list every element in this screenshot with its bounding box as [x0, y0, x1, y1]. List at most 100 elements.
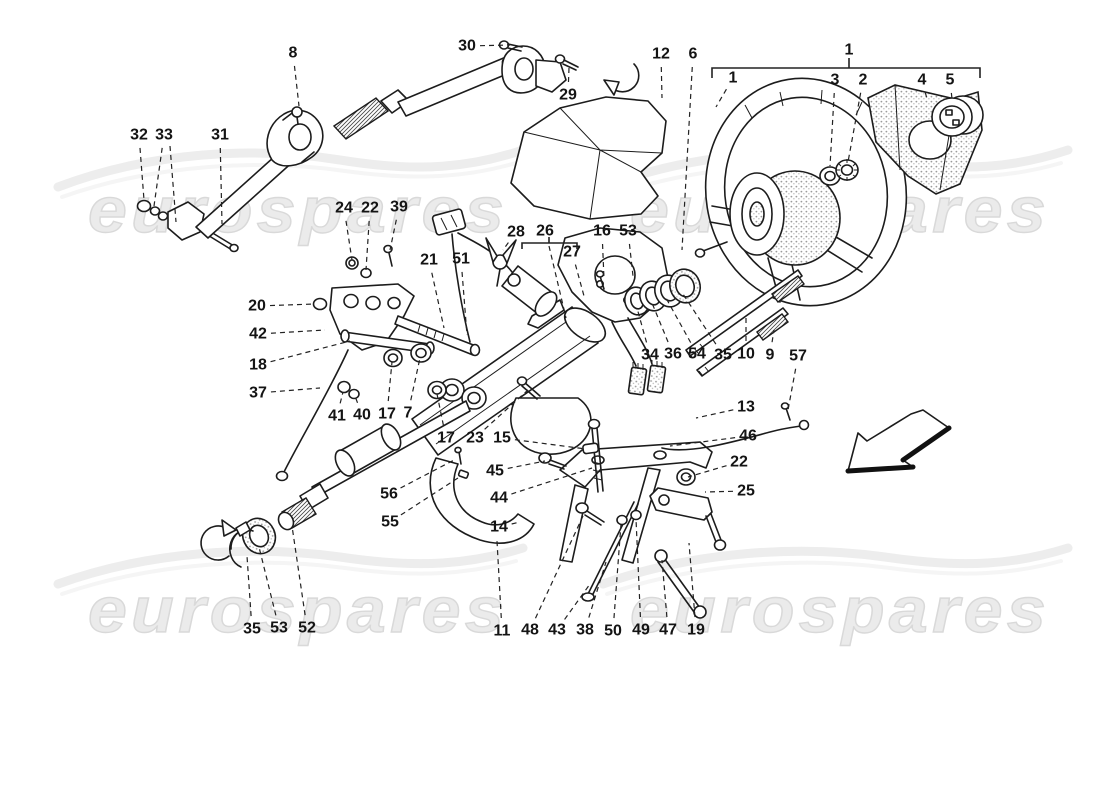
rotation-arrow-top [603, 63, 640, 96]
stud-10-knurl [771, 275, 805, 303]
leader-line-1 [715, 88, 727, 108]
leader-line-43 [564, 583, 591, 620]
lower-yoke [167, 201, 205, 241]
callout-48-55: 48 [521, 622, 539, 639]
lever-25 [649, 487, 727, 551]
callout-32-11: 32 [130, 127, 148, 144]
ignition-switch [431, 208, 558, 343]
callout-39-16: 39 [390, 199, 408, 216]
callout-53-21: 53 [619, 223, 637, 240]
steering-wheel [694, 77, 908, 307]
support-bracket-upper [275, 244, 481, 482]
grease-fitting-8 [291, 106, 303, 118]
nut-20 [312, 297, 328, 311]
screw-56 [454, 446, 462, 454]
rotation-arrow-bottom [200, 519, 237, 561]
bracket-leg-a [559, 484, 589, 563]
leader-line-53 [258, 546, 277, 616]
lower-bracket [538, 402, 810, 619]
column-bell-casting [510, 397, 592, 455]
callout-43-56: 43 [548, 622, 566, 639]
callout-45-46: 45 [486, 463, 504, 480]
callout-41-28: 41 [328, 408, 346, 425]
link-rod-19-47 [654, 549, 707, 619]
leader-line-3 [829, 92, 835, 167]
callout-50-58: 50 [604, 623, 622, 640]
leader-line-42 [270, 329, 326, 334]
callout-23-33: 23 [466, 430, 484, 447]
leader-line-27 [574, 264, 585, 297]
callout-22-15: 22 [361, 200, 379, 217]
callout-42-25: 42 [249, 326, 267, 343]
leader-line-36 [651, 302, 669, 343]
leader-line-4 [924, 92, 928, 100]
callout-18-26: 18 [249, 357, 267, 374]
switch-connector [431, 208, 467, 236]
leader-line-13 [695, 409, 734, 419]
callout-57-41: 57 [789, 348, 807, 365]
leader-line-23 [484, 389, 529, 430]
callout-55-49: 55 [381, 514, 399, 531]
bolt-31 [229, 243, 239, 253]
callout-9-40: 9 [766, 347, 775, 364]
bolt-29 [554, 54, 566, 64]
leader-line-2 [847, 92, 862, 163]
lower-shaft [229, 400, 471, 568]
callout-4-9: 4 [918, 72, 927, 89]
leader-line-51 [461, 271, 468, 336]
leader-line-50 [613, 523, 622, 619]
leader-line-52 [291, 525, 306, 616]
leader-line-20 [269, 303, 316, 307]
leader-line-45 [507, 460, 546, 470]
nut-49 [630, 509, 642, 521]
callout-47-60: 47 [659, 622, 677, 639]
callout-3-7: 3 [831, 72, 840, 89]
column-cover-shells [510, 96, 667, 220]
callout-40-29: 40 [353, 407, 371, 424]
leader-line-46 [669, 437, 736, 447]
leader-line-22 [365, 220, 370, 271]
leader-line-55 [400, 475, 462, 516]
washer-33a [149, 206, 161, 216]
bolt-45 [538, 452, 567, 470]
callout-46-43: 46 [739, 428, 757, 445]
shaft-tube-upper [397, 56, 515, 117]
callout-8-0: 8 [289, 45, 298, 62]
callout-22-44: 22 [730, 454, 748, 471]
leader-line-25 [704, 490, 734, 493]
direction-arrow [845, 409, 952, 474]
callout-38-57: 38 [576, 622, 594, 639]
callout-17-30: 17 [378, 406, 396, 423]
leader-line-56 [400, 458, 457, 489]
callout-28-17: 28 [507, 224, 525, 241]
callout-14-50: 14 [490, 519, 508, 536]
upper-steering-shaft [136, 40, 579, 253]
washer-40 [348, 388, 360, 400]
callout-29-2: 29 [559, 87, 577, 104]
leader-line-7 [410, 357, 421, 401]
leader-line-14 [511, 521, 521, 525]
hub-bolt [694, 248, 706, 258]
extra-leader-1 [548, 245, 567, 319]
leader-line-35 [246, 555, 252, 617]
leader-line-16 [601, 243, 605, 280]
leader-line-31 [219, 147, 223, 225]
callout-27-19: 27 [563, 244, 581, 261]
screw-16 [595, 270, 605, 278]
leader-line-38 [588, 561, 607, 618]
leader-line-21 [431, 272, 445, 329]
callout-6-4: 6 [689, 46, 698, 63]
leader-line-15 [514, 439, 587, 450]
leader-line-48 [534, 515, 584, 619]
callout-54-37: 54 [688, 346, 706, 363]
leader-line-47 [661, 559, 668, 618]
callout-35-38: 35 [714, 347, 732, 364]
washer-50 [616, 514, 628, 526]
bolt-48 [575, 502, 605, 526]
leader-line-33 [153, 147, 163, 207]
callout-15-34: 15 [493, 430, 511, 447]
stud-9-knurl [756, 313, 789, 341]
wire-51 [451, 233, 471, 343]
